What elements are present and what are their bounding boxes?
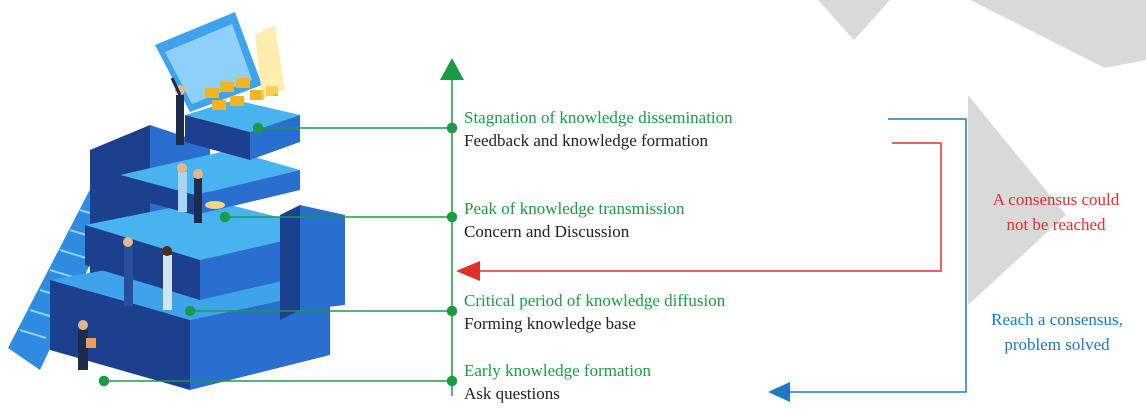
grey-triangle-middle [968,95,1066,305]
stage-2-title: Peak of knowledge transmission [464,199,685,218]
consensus-label-line-2: problem solved [1004,335,1110,354]
stage-1-subtitle: Feedback and knowledge formation [464,131,709,150]
no-consensus-arrow-icon [456,261,480,281]
connector-dot-1 [252,122,264,134]
stage-1-title: Stagnation of knowledge dissemination [464,108,733,127]
decorative-triangles [818,0,1146,305]
grey-triangle-right [970,0,1146,68]
consensus-path [790,118,967,393]
stage-3-title: Critical period of knowledge diffusion [464,291,726,310]
no-consensus-label-line-2: not be reached [1006,215,1106,234]
connector-dot-4 [98,375,110,387]
tier-3-top [120,150,300,195]
axis-arrow-up-icon [440,58,464,80]
building-illustration [8,12,345,390]
consensus-label-line-1: Reach a consensus, [991,310,1123,329]
stage-2-subtitle: Concern and Discussion [464,222,630,241]
grey-triangle-top [818,0,890,40]
connector-dot-2 [219,211,231,223]
stage-4-title: Early knowledge formation [464,361,651,380]
connector-dot-3 [184,305,196,317]
people [78,77,225,370]
no-consensus-label-line-1: A consensus could [993,190,1120,209]
stage-connectors [98,122,458,387]
consensus-arrow-icon [768,382,790,402]
tier-2-top [85,200,330,260]
no-consensus-path [480,142,942,272]
stage-4-subtitle: Ask questions [464,384,560,403]
stage-3-subtitle: Forming knowledge base [464,314,636,333]
